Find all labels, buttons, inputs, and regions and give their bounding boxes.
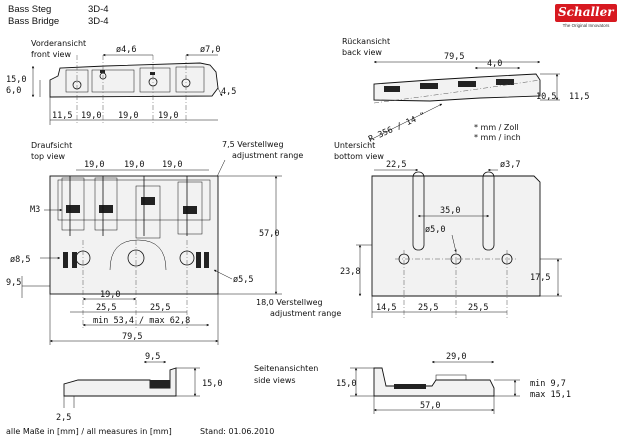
back-note-inch: * mm / inch (474, 133, 521, 142)
top-saddles (61, 176, 203, 239)
title-de: Bass Steg (8, 4, 52, 15)
top-dim-depth: 57,0 (259, 229, 279, 239)
back-saddle-4 (496, 79, 514, 85)
top-view-label-de: Draufsicht (31, 141, 72, 150)
bottom-dim-hole-dia: ø5,0 (425, 225, 445, 235)
top-dim-screw-pitch: 19,0 (100, 290, 120, 300)
footer-units: alle Maße in [mm] / all measures in [mm] (6, 427, 172, 436)
back-dim-height-a: 10,5 (536, 92, 556, 102)
top-dim-pitch-1: 19,0 (84, 160, 104, 170)
side-right-dim-min: min 9,7 (530, 379, 566, 389)
saddle-4 (175, 66, 205, 93)
top-dim-pitch-2: 19,0 (124, 160, 144, 170)
front-dim-pitch-2: 19,0 (118, 111, 138, 121)
side-right-profile (373, 367, 495, 397)
top-dim-hole-screw: ø5,5 (233, 275, 253, 285)
front-dim-height-low: 6,0 (6, 86, 21, 96)
side-left-dim-bottom: 2,5 (56, 413, 71, 423)
back-saddle-3 (458, 81, 476, 87)
front-pin-1 (100, 70, 105, 73)
top-dim-hole-small: ø8,5 (10, 255, 30, 265)
brand-logo: Schaller The Original Innovators (555, 4, 617, 30)
back-dim-offset: 4,0 (487, 59, 502, 69)
top-adjust2-de: 18,0 Verstellweg (256, 298, 323, 307)
back-saddle-1 (384, 86, 400, 92)
bottom-base-plate (371, 175, 541, 297)
back-view: Rückansicht back view 79,5 4,0 10,5 11,5… (342, 37, 589, 145)
bottom-view-label-de: Untersicht (334, 141, 375, 150)
bottom-dim-height-left: 23,8 (340, 267, 360, 277)
bottom-dim-center-span: 35,0 (440, 206, 460, 216)
front-pin-2 (150, 72, 155, 75)
bottom-dim-left-slot: 22,5 (386, 160, 406, 170)
saddle-3 (139, 67, 171, 93)
saddle-2 (91, 69, 135, 93)
bottom-slot-1 (412, 171, 425, 251)
side-view-left: 9,5 15,0 2,5 (56, 352, 222, 423)
bottom-dim-height-right: 17,5 (530, 273, 550, 283)
top-dim-screw-span-l: 25,5 (96, 303, 116, 313)
bottom-view-label-en: bottom view (334, 152, 384, 161)
back-dim-width: 79,5 (444, 52, 464, 62)
side-left-dim-height: 15,0 (202, 379, 222, 389)
top-screw-label: M3 (30, 205, 40, 215)
top-adjust-de: 7,5 Verstellweg (222, 140, 284, 149)
front-dim-pitch-1: 19,0 (81, 111, 101, 121)
title-en: Bass Bridge (8, 16, 60, 27)
front-dim-height-total: 15,0 (6, 75, 26, 85)
side-right-dim-length: 57,0 (420, 401, 440, 411)
front-dim-hole-b: ø7,0 (200, 45, 220, 55)
side-left-dim-top: 9,5 (145, 352, 160, 362)
top-dim-screw-span-r: 25,5 (150, 303, 170, 313)
model-de: 3D-4 (88, 4, 109, 15)
logo-wordmark: Schaller (558, 5, 614, 19)
back-view-label-en: back view (342, 48, 382, 57)
top-adjust2-en: adjustment range (270, 309, 341, 318)
front-view-label-de: Vorderansicht (31, 39, 86, 48)
front-dim-pitch-first: 11,5 (52, 111, 72, 121)
top-view: Draufsicht top view 7,5 Verstellweg adju… (6, 140, 341, 345)
side-right-dim-top: 29,0 (446, 352, 466, 362)
back-saddle-2 (420, 83, 438, 89)
top-base-plate (49, 175, 219, 295)
bottom-dim-base-3: 25,5 (468, 303, 488, 313)
front-dim-hole-a: ø4,6 (116, 45, 136, 55)
top-dim-min-max: min 53,4 / max 62,8 (93, 316, 190, 326)
top-dim-left-offset: 9,5 (6, 278, 21, 288)
front-dim-right-edge: 4,5 (221, 87, 236, 97)
side-right-dim-height: 15,0 (336, 379, 356, 389)
back-dim-radius: R 356 / 14 " (367, 111, 427, 145)
footer-stand: Stand: 01.06.2010 (200, 427, 274, 436)
side-views-label-de: Seitenansichten (254, 364, 318, 373)
side-view-right: 29,0 15,0 57,0 min 9,7 max 15,1 (336, 352, 571, 414)
front-dim-pitch-3: 19,0 (158, 111, 178, 121)
top-adjust-en: adjustment range (232, 151, 303, 160)
model-en: 3D-4 (88, 16, 109, 27)
bottom-dim-base-1: 14,5 (376, 303, 396, 313)
bottom-dim-base-2: 25,5 (418, 303, 438, 313)
logo-tagline: The Original Innovators (562, 23, 610, 28)
top-dim-pitch-3: 19,0 (162, 160, 182, 170)
bottom-view: Untersicht bottom view 22,5 ø3,7 35,0 ø5… (334, 141, 562, 318)
back-view-label-de: Rückansicht (342, 37, 390, 46)
top-dim-width: 79,5 (122, 332, 142, 342)
bottom-dim-slot-dia: ø3,7 (500, 160, 520, 170)
logo-badge (555, 4, 617, 22)
back-note-mm: * mm / Zoll (474, 123, 519, 132)
bottom-slot-2 (482, 171, 495, 251)
front-view: Vorderansicht front view ø4,6 ø7,0 15,0 … (6, 39, 236, 125)
side-views-label-en: side views (254, 376, 296, 385)
front-view-label-en: front view (31, 50, 71, 59)
top-view-label-en: top view (31, 152, 66, 161)
back-dim-height-b: 11,5 (569, 92, 589, 102)
side-views: Seitenansichten side views 9,5 15,0 2,5 … (56, 352, 571, 423)
side-right-dim-max: max 15,1 (530, 390, 571, 400)
